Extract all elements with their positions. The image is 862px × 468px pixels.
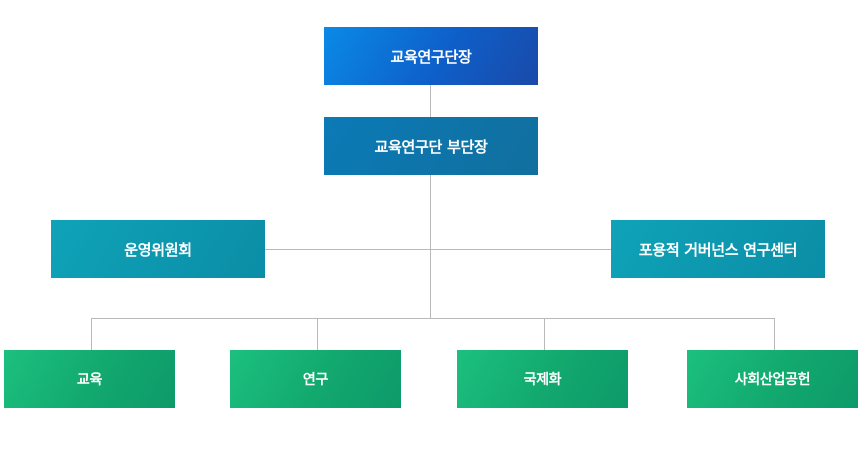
director-label: 교육연구단장 (390, 47, 472, 66)
steering-committee-label: 운영위원회 (124, 240, 192, 259)
connector-unit-3 (544, 318, 545, 350)
unit-label-internationalization: 국제화 (523, 372, 562, 388)
unit-label-education: 교육 (76, 372, 103, 388)
director-box: 교육연구단장 (324, 27, 538, 85)
connector-unit-2 (317, 318, 318, 350)
deputy-director-label: 교육연구단 부단장 (374, 137, 488, 156)
connector-unit-bar (91, 318, 775, 319)
connector-unit-1 (91, 318, 92, 350)
connector-director-deputy (430, 85, 431, 117)
unit-label-research: 연구 (302, 372, 329, 388)
connector-side-branch (265, 249, 611, 250)
steering-committee-box: 운영위원회 (51, 220, 265, 278)
unit-box-research: 연구 (230, 350, 401, 408)
unit-label-social-industry: 사회산업공헌 (734, 372, 811, 388)
deputy-director-box: 교육연구단 부단장 (324, 117, 538, 175)
unit-box-internationalization: 국제화 (457, 350, 628, 408)
unit-box-social-industry: 사회산업공헌 (687, 350, 858, 408)
connector-unit-4 (774, 318, 775, 350)
research-center-label: 포용적 거버넌스 연구센터 (638, 240, 798, 259)
connector-trunk (430, 175, 431, 319)
unit-box-education: 교육 (4, 350, 175, 408)
research-center-box: 포용적 거버넌스 연구센터 (611, 220, 825, 278)
